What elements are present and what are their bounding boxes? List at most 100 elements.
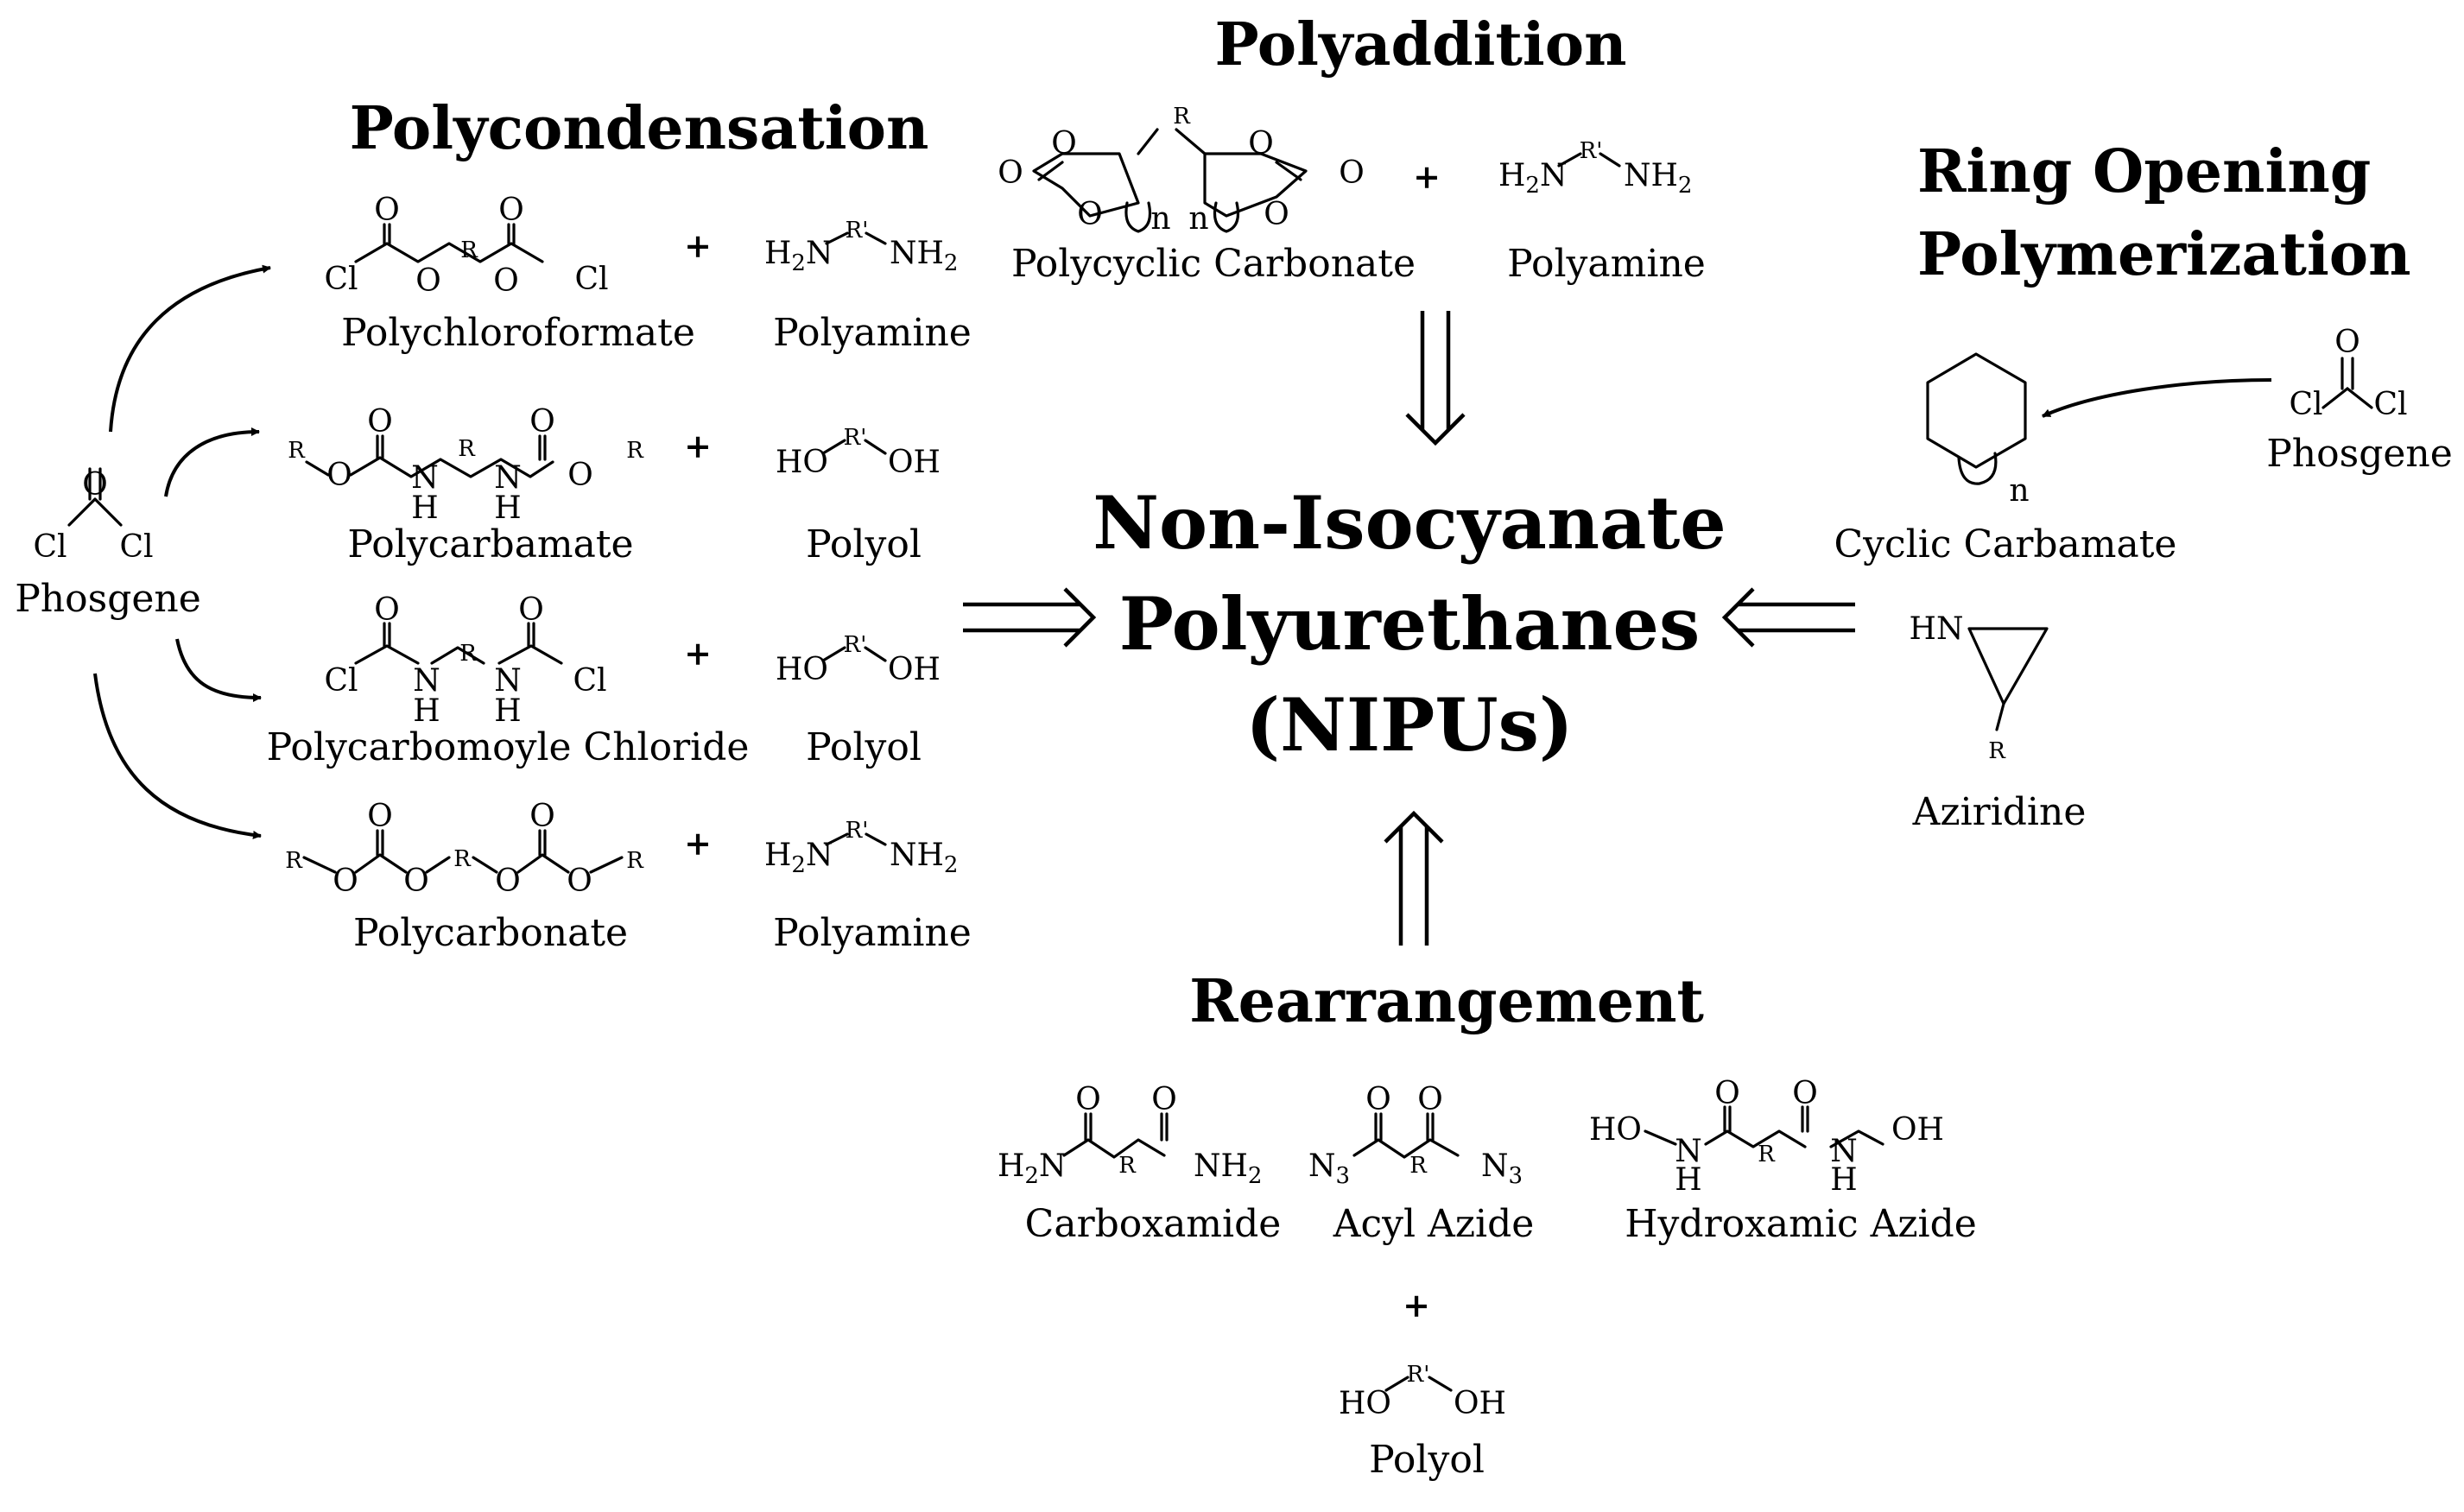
svg-text:H: H — [411, 490, 438, 526]
phosgene-left-structure: O Cl Cl Phosgene — [15, 467, 201, 621]
svg-text:H: H — [1675, 1162, 1701, 1198]
svg-text:O: O — [1051, 126, 1077, 161]
svg-text:NH2: NH2 — [1624, 158, 1692, 199]
svg-text:H2N: H2N — [998, 1148, 1066, 1189]
svg-text:Cl: Cl — [324, 262, 358, 297]
svg-text:O: O — [374, 193, 400, 228]
svg-text:N3: N3 — [1308, 1148, 1350, 1189]
svg-text:R: R — [1988, 738, 2006, 764]
plus-sign-2: + — [684, 427, 712, 465]
svg-text:O: O — [998, 155, 1023, 191]
svg-text:O: O — [1417, 1082, 1443, 1117]
polyol-bottom-structure: HO R' OH Polyol — [1339, 1362, 1506, 1482]
svg-text:R: R — [460, 237, 478, 263]
svg-text:H: H — [1830, 1162, 1857, 1198]
svg-text:O: O — [1264, 197, 1289, 232]
svg-text:HO: HO — [1339, 1386, 1391, 1421]
svg-text:O: O — [374, 592, 400, 628]
svg-text:O: O — [1365, 1082, 1391, 1117]
svg-text:O: O — [493, 263, 519, 299]
center-title: Non-Isocyanate Polyurethanes (NIPUs) — [1093, 480, 1726, 768]
svg-text:NH2: NH2 — [890, 236, 958, 276]
polyamine-top-structure: H2N R' NH2 Polyamine — [1498, 138, 1706, 286]
svg-text:OH: OH — [1891, 1112, 1944, 1148]
cyclic-carbamate-structure: n Cyclic Carbamate — [1834, 352, 2177, 566]
svg-text:H: H — [413, 693, 440, 729]
polyol-1-structure: HO R' OH Polyol — [776, 425, 941, 566]
svg-text:O: O — [518, 592, 544, 628]
svg-text:O: O — [1714, 1076, 1740, 1111]
svg-text:O: O — [1077, 197, 1103, 232]
svg-text:O: O — [333, 864, 358, 899]
polyol-bottom-label: Polyol — [1369, 1438, 1485, 1482]
cyclic-carbamate-label: Cyclic Carbamate — [1834, 522, 2177, 566]
double-arrow-from-left — [963, 587, 1097, 648]
svg-text:R: R — [1173, 104, 1191, 130]
svg-text:O: O — [1248, 126, 1274, 161]
svg-text:R: R — [459, 641, 478, 667]
plus-sign-bottom: + — [1403, 1286, 1430, 1325]
svg-text:O: O — [567, 864, 592, 899]
polyol-1-label: Polyol — [806, 522, 922, 566]
polyol-2-label: Polyol — [806, 725, 922, 769]
svg-text:n: n — [2009, 473, 2029, 509]
polycarbonate-label: Polycarbonate — [353, 911, 628, 955]
svg-text:H2N: H2N — [1498, 158, 1567, 199]
svg-text:n: n — [1150, 201, 1170, 237]
plus-sign-top: + — [1413, 157, 1441, 196]
polycarbamate-structure: O O R O N H R N H O R Polycarbamate — [288, 404, 644, 566]
curved-arrow-right — [2042, 378, 2272, 418]
svg-text:HO: HO — [776, 445, 828, 480]
phosgene-right-label: Phosgene — [2266, 432, 2453, 476]
center-title-line3: (NIPUs) — [1245, 682, 1573, 768]
svg-text:O: O — [1151, 1082, 1177, 1117]
heading-ring-opening-line2: Polymerization — [1917, 220, 2411, 289]
svg-text:HN: HN — [1910, 611, 1964, 647]
svg-text:O: O — [495, 864, 521, 899]
plus-sign-4: + — [684, 824, 712, 863]
svg-text:N3: N3 — [1481, 1148, 1523, 1189]
polyamine-top-label: Polyamine — [1507, 242, 1706, 286]
polycyclic-carbonate-label: Polycyclic Carbonate — [1011, 242, 1416, 286]
polycarbomoyle-chloride-label: Polycarbomoyle Chloride — [267, 725, 750, 769]
svg-text:H2N: H2N — [764, 838, 833, 878]
carboxamide-label: Carboxamide — [1025, 1202, 1282, 1246]
svg-text:O: O — [82, 467, 108, 503]
svg-text:OH: OH — [888, 652, 941, 687]
svg-text:O: O — [367, 799, 393, 834]
svg-text:N: N — [411, 460, 439, 496]
polycarbomoyle-chloride-structure: O O Cl N H R N H Cl Polycarbomoyle Chlor… — [267, 592, 750, 769]
svg-text:O: O — [529, 404, 555, 440]
aziridine-structure: HN R Aziridine — [1904, 604, 2086, 834]
svg-text:Cl: Cl — [324, 663, 358, 699]
svg-text:R': R' — [846, 818, 869, 844]
svg-text:O: O — [403, 864, 429, 899]
svg-text:N: N — [1830, 1134, 1858, 1169]
svg-text:NH2: NH2 — [1194, 1148, 1262, 1189]
phosgene-right-structure: O Cl Cl Phosgene — [2266, 325, 2453, 476]
svg-text:OH: OH — [888, 445, 941, 480]
heading-rearrangement: Rearrangement — [1189, 967, 1704, 1036]
carboxamide-structure: O O H2N R NH2 Carboxamide — [998, 1082, 1281, 1246]
svg-text:R: R — [626, 438, 644, 464]
svg-text:O: O — [529, 799, 555, 834]
svg-text:N: N — [494, 663, 522, 699]
svg-text:N: N — [1675, 1134, 1702, 1169]
phosgene-left-label: Phosgene — [15, 577, 201, 621]
svg-text:NH2: NH2 — [890, 838, 958, 878]
acyl-azide-structure: O O N3 R N3 Acyl Azide — [1308, 1082, 1534, 1246]
curved-arrows-left — [93, 264, 271, 839]
polyamine-2-structure: H2N R' NH2 Polyamine — [764, 818, 972, 955]
svg-text:HO: HO — [776, 652, 828, 687]
polychloroformate-structure: O O Cl O R O Cl Polychloroformate — [324, 193, 694, 355]
heading-polycondensation: Polycondensation — [350, 94, 929, 163]
svg-text:O: O — [567, 458, 593, 493]
center-title-line1: Non-Isocyanate — [1093, 480, 1726, 566]
svg-text:Cl: Cl — [119, 529, 153, 565]
svg-text:Cl: Cl — [2289, 387, 2322, 422]
acyl-azide-label: Acyl Azide — [1333, 1202, 1535, 1246]
svg-text:O: O — [1339, 155, 1365, 191]
plus-sign-3: + — [684, 634, 712, 673]
